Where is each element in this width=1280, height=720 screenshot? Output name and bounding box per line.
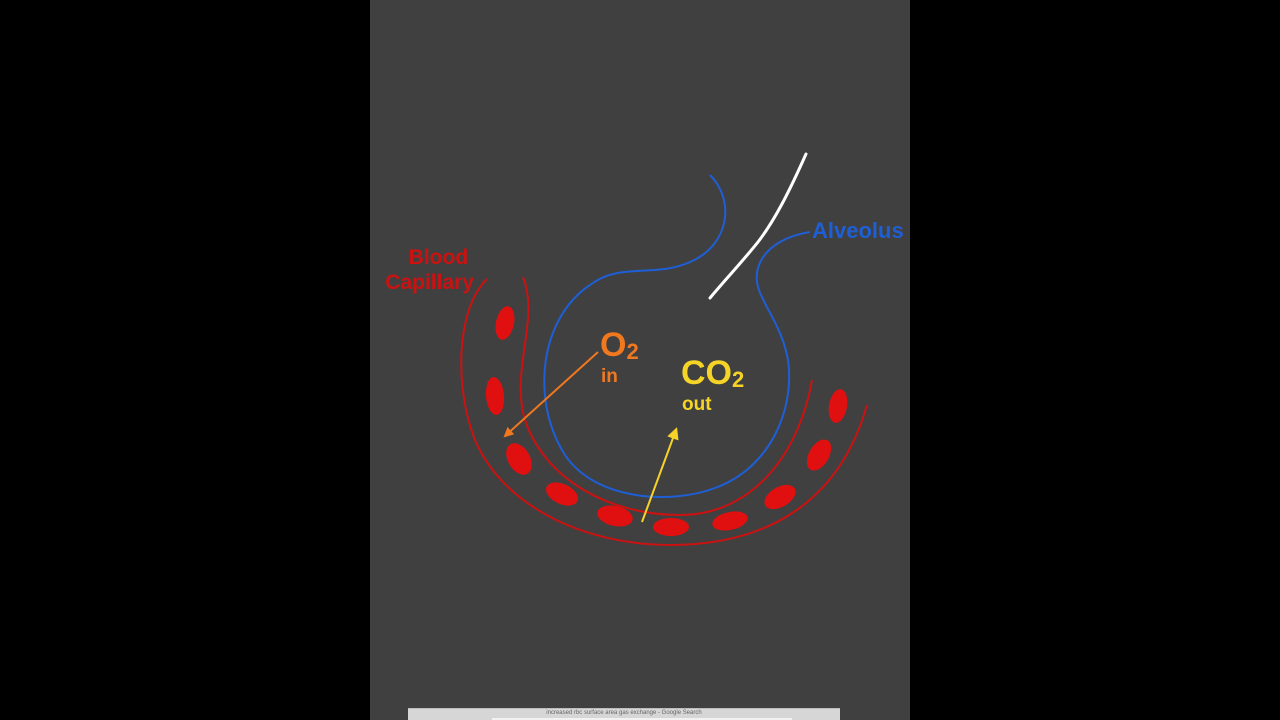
o2-label: O2: [600, 326, 639, 364]
co2-base: CO: [681, 354, 732, 392]
capillary-outer-wall: [460, 278, 868, 547]
red-blood-cell: [712, 511, 748, 531]
browser-tab-title[interactable]: increased rbc surface area gas exchange …: [546, 710, 702, 716]
alveolus-outline: [543, 174, 811, 498]
co2-arrow: [641, 427, 679, 523]
red-blood-cells: [485, 306, 848, 536]
co2-direction-label: out: [682, 394, 712, 415]
alveolus-label: Alveolus: [812, 218, 904, 243]
capillary-inner-wall: [519, 276, 813, 517]
red-blood-cell: [495, 306, 515, 340]
o2-arrow: [503, 351, 599, 438]
red-blood-cell: [506, 443, 532, 475]
red-blood-cell: [828, 389, 848, 423]
gas-exchange-diagram: Blood Capillary Alveolus O2 in CO2 out: [385, 152, 904, 547]
capillary-label-line: Capillary: [385, 271, 474, 294]
red-blood-cell: [806, 439, 832, 471]
red-blood-cell: [485, 377, 505, 415]
co2-label: CO2: [681, 354, 744, 392]
airway-mark: [708, 152, 808, 300]
blood-capillary-label: Blood Capillary: [385, 246, 474, 294]
diagram-panel: Blood Capillary Alveolus O2 in CO2 out i…: [370, 0, 910, 720]
red-blood-cell: [597, 505, 633, 527]
o2-subscript: 2: [626, 339, 638, 364]
blood-label-line: Blood: [409, 246, 468, 269]
co2-subscript: 2: [732, 367, 744, 392]
browser-bottom-bar: increased rbc surface area gas exchange …: [408, 708, 840, 720]
o2-base: O: [600, 326, 626, 364]
red-blood-cell: [653, 518, 689, 536]
red-blood-cell: [546, 482, 578, 506]
o2-direction-label: in: [601, 366, 618, 387]
browser-address-strip[interactable]: [492, 718, 792, 720]
red-blood-cell: [764, 484, 796, 510]
